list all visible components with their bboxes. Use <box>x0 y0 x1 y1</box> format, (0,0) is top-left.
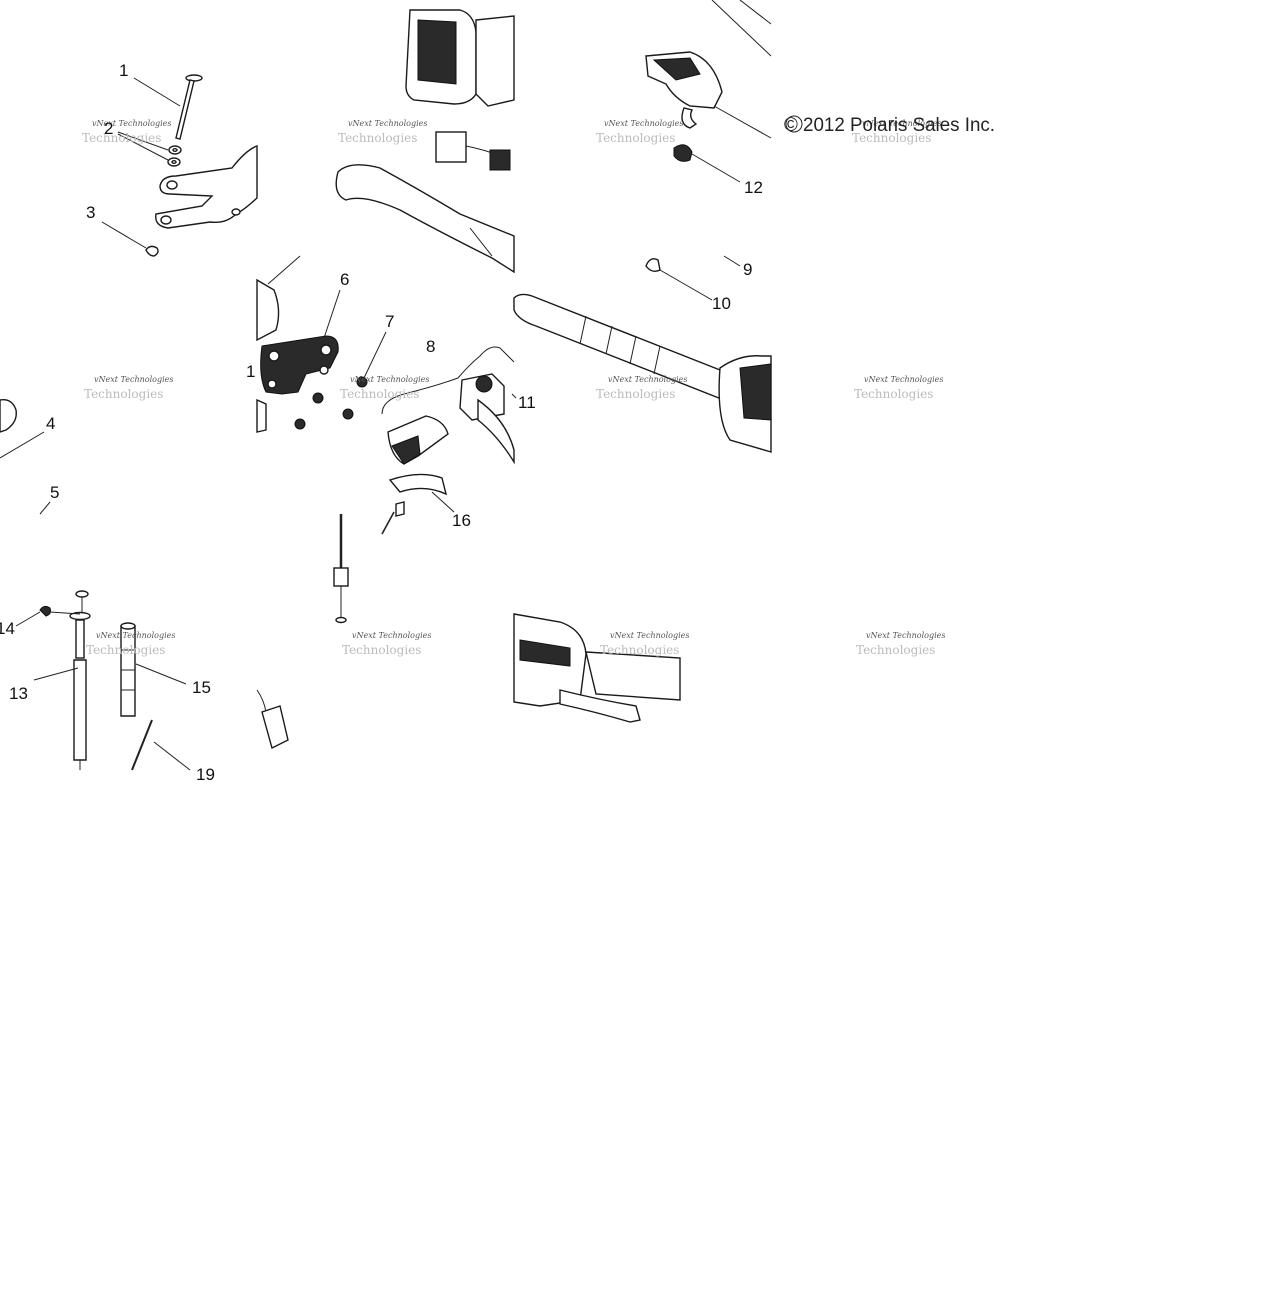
watermark-ghost: Technologies <box>596 131 675 145</box>
callout-label: 15 <box>192 678 211 697</box>
rod-part <box>131 719 153 771</box>
watermark-ghost: Technologies <box>342 643 421 657</box>
callout-label: 5 <box>50 483 59 502</box>
watermark: Technologies vNext Technologies <box>84 375 173 401</box>
watermark-text: vNext Technologies <box>350 375 429 384</box>
callout-label: 14 <box>0 619 15 638</box>
callout-label: 16 <box>452 511 471 530</box>
watermark-ghost: Technologies <box>596 387 675 401</box>
watermark-ghost: Technologies <box>854 387 933 401</box>
callout-label: 2 <box>104 119 113 138</box>
callout-label: 11 <box>518 393 536 412</box>
watermark: Technologies vNext Technologies <box>86 631 175 657</box>
watermark-text: vNext Technologies <box>864 375 943 384</box>
callout-label: 12 <box>744 178 763 197</box>
cable-assembly-part <box>69 590 91 770</box>
callout-labels: 1 2 3 4 5 6 7 8 9 10 11 12 13 14 15 16 1… <box>0 61 763 784</box>
callout-label: 6 <box>340 270 349 289</box>
switch-housing-part <box>405 9 515 171</box>
screw-parts <box>294 376 368 430</box>
connector-part <box>256 689 289 750</box>
watermark: Technologies vNext Technologies <box>342 631 431 657</box>
bracket-part <box>155 145 258 229</box>
callout-label: 3 <box>86 203 95 222</box>
watermark: Technologies vNext Technologies <box>600 631 689 657</box>
lever-mount-part <box>0 399 17 433</box>
cable-line <box>739 0 772 25</box>
callout-label: 8 <box>426 337 435 356</box>
watermark: Technologies vNext Technologies <box>82 119 171 145</box>
watermark-text: vNext Technologies <box>862 119 941 128</box>
callout-label: 4 <box>46 414 55 433</box>
watermark-text: vNext Technologies <box>604 119 683 128</box>
mounting-plate-part <box>260 335 339 395</box>
watermark: Technologies vNext Technologies <box>596 119 683 145</box>
watermark: Technologies vNext Technologies <box>854 375 943 401</box>
watermark-ghost: Technologies <box>340 387 419 401</box>
callout-label: 1 <box>246 362 255 381</box>
watermark-ghost: Technologies <box>82 131 161 145</box>
watermark-ghost: Technologies <box>600 643 679 657</box>
clamp-part <box>381 373 505 535</box>
watermark: Technologies vNext Technologies <box>852 119 941 145</box>
callout-label: 9 <box>743 260 752 279</box>
watermark-text: vNext Technologies <box>352 631 431 640</box>
watermark: Technologies vNext Technologies <box>340 375 429 401</box>
watermark-text: vNext Technologies <box>96 631 175 640</box>
watermark-text: vNext Technologies <box>92 119 171 128</box>
grommet-part <box>673 144 693 162</box>
watermark-ghost: Technologies <box>856 643 935 657</box>
watermark: Technologies vNext Technologies <box>856 631 945 657</box>
grip-part <box>513 293 772 453</box>
brake-lever-part <box>513 613 681 723</box>
watermark-text: vNext Technologies <box>610 631 689 640</box>
watermark-ghost: Technologies <box>84 387 163 401</box>
watermark-text: vNext Technologies <box>94 375 173 384</box>
cable-line <box>711 0 772 57</box>
callout-label: 7 <box>385 312 394 331</box>
watermark: Technologies vNext Technologies <box>596 375 687 401</box>
bar-end-part <box>477 398 515 465</box>
left-control-part <box>256 255 301 433</box>
watermark-text: vNext Technologies <box>348 119 427 128</box>
callout-label: 19 <box>196 765 215 784</box>
handlebar-part <box>335 164 515 274</box>
copyright-icon <box>785 115 803 133</box>
watermark-ghost: Technologies <box>338 131 417 145</box>
watermark-text: vNext Technologies <box>608 375 687 384</box>
guard-part <box>645 51 772 139</box>
watermark-text: vNext Technologies <box>866 631 945 640</box>
washer-parts <box>167 145 182 167</box>
copyright-text: © 2012 Polaris Sales Inc. <box>784 115 995 136</box>
eclip-part <box>145 245 159 257</box>
clip-part <box>645 258 661 273</box>
clip-part <box>39 605 51 617</box>
callout-label: 13 <box>9 684 28 703</box>
watermark-ghost: Technologies <box>852 131 931 145</box>
throttle-cable-part <box>333 514 349 624</box>
callout-label: 1 <box>119 61 128 80</box>
watermark: Technologies vNext Technologies <box>338 119 427 145</box>
sleeve-part <box>120 622 136 717</box>
callout-label: 10 <box>712 294 731 313</box>
watermark-ghost: Technologies <box>86 643 165 657</box>
pin-part <box>175 74 203 140</box>
leader-lines <box>0 77 741 771</box>
